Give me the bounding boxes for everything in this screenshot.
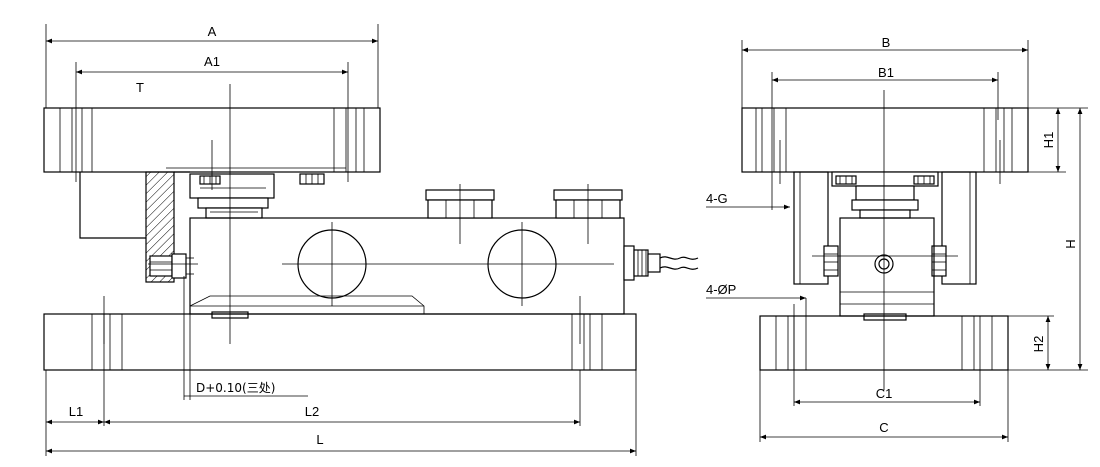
dim-label-L1: L1 bbox=[69, 404, 83, 419]
side-top-plate bbox=[741, 107, 1029, 173]
dim-label-H: H bbox=[1063, 239, 1078, 248]
dim-label-B1: B1 bbox=[878, 65, 894, 80]
dim-label-L2: L2 bbox=[305, 404, 319, 419]
side-dimensions bbox=[706, 47, 1083, 440]
dim-label-C1: C1 bbox=[876, 386, 893, 401]
side-top-mount bbox=[831, 171, 939, 219]
tolerance-note: D+0.10(三处) bbox=[196, 381, 275, 395]
dim-label-P: 4-ØP bbox=[706, 282, 736, 297]
front-view: A A1 T L1 L2 L D+0.10(三处) bbox=[43, 24, 699, 456]
front-left-bracket bbox=[79, 171, 194, 283]
front-top-mount bbox=[189, 173, 325, 219]
dim-label-H2: H2 bbox=[1031, 336, 1046, 353]
dim-label-C: C bbox=[879, 420, 888, 435]
dim-label-H1: H1 bbox=[1041, 132, 1056, 149]
dim-label-A: A bbox=[208, 24, 217, 39]
front-center-lines bbox=[103, 84, 614, 344]
side-view: B B1 4-G 4-ØP C1 C H1 H H2 bbox=[706, 35, 1088, 442]
dim-label-L: L bbox=[316, 432, 323, 447]
front-extension-lines bbox=[45, 24, 637, 456]
dim-label-A1: A1 bbox=[204, 54, 220, 69]
front-dimensions bbox=[46, 38, 636, 454]
dim-label-B: B bbox=[882, 35, 891, 50]
side-center-lines bbox=[779, 90, 1001, 390]
side-load-cell-body bbox=[839, 217, 935, 317]
side-brackets bbox=[793, 171, 977, 285]
front-load-cell-beam bbox=[189, 189, 699, 315]
dim-label-G: 4-G bbox=[706, 191, 728, 206]
dim-label-T: T bbox=[136, 80, 144, 95]
front-base-plate bbox=[43, 311, 637, 371]
